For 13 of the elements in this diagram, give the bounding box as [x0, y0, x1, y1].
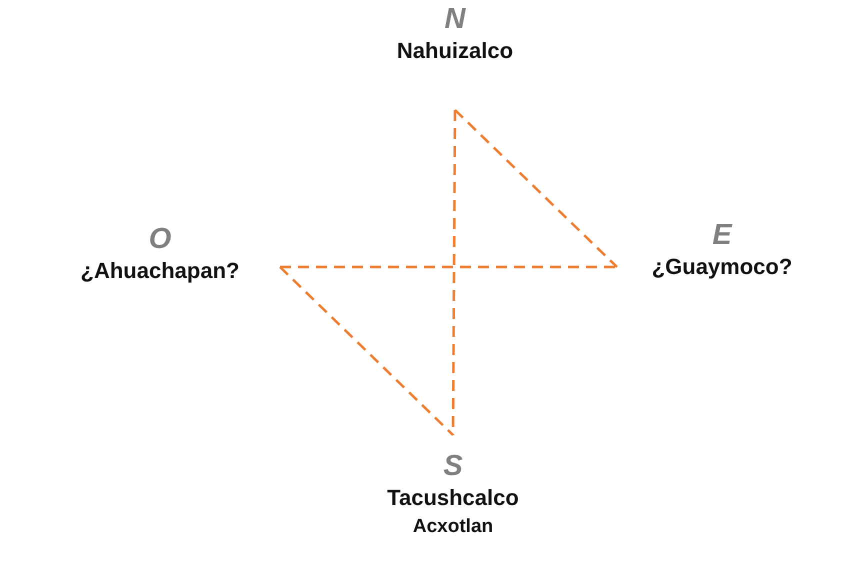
place-name: ¿Guaymoco? — [652, 253, 792, 281]
place-name: Nahuizalco — [396, 37, 514, 65]
dashed-line — [452, 110, 456, 435]
compass-letter: N — [444, 2, 466, 36]
place-name: Tacushcalco — [387, 484, 519, 512]
compass-letter: S — [443, 449, 463, 483]
compass-letter: E — [712, 218, 732, 252]
dashed-line — [279, 266, 454, 436]
dashed-line — [280, 266, 617, 268]
place-name: ¿Ahuachapan? — [80, 257, 240, 285]
compass-letter: O — [148, 222, 172, 256]
dashed-line — [454, 109, 618, 268]
place-name: Acxotlan — [412, 515, 494, 539]
